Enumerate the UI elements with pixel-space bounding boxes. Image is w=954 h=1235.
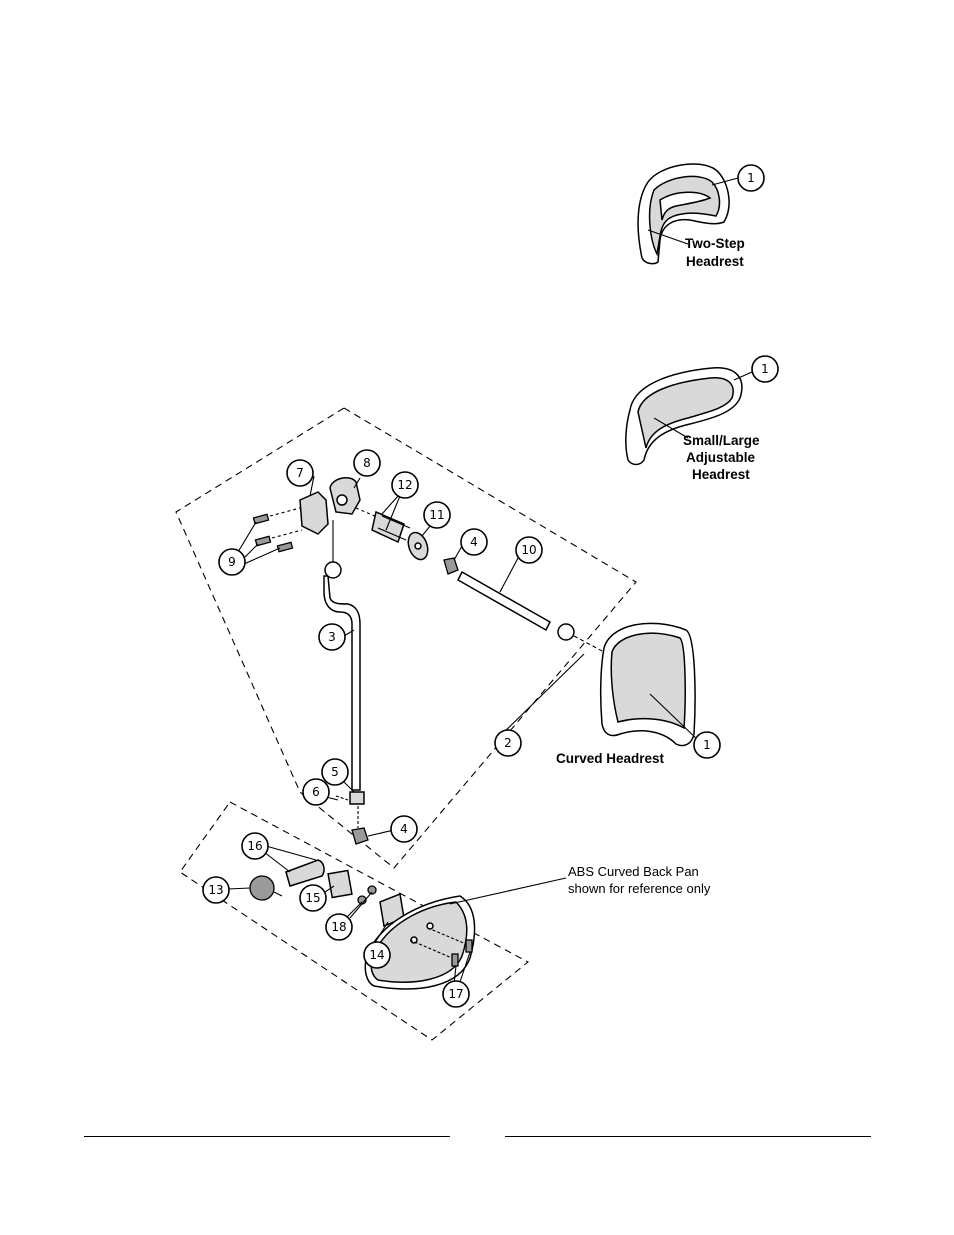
callout-c3: 3	[318, 623, 346, 651]
callout-c1b: 1	[751, 355, 779, 383]
callout-c14: 14	[363, 941, 391, 969]
callout-c4b: 4	[390, 815, 418, 843]
svg-text:11: 11	[429, 508, 444, 522]
svg-text:7: 7	[296, 466, 304, 480]
clamp-parts	[299, 476, 385, 535]
svg-text:4: 4	[400, 822, 408, 836]
svg-text:15: 15	[305, 891, 320, 905]
svg-text:3: 3	[328, 630, 336, 644]
svg-text:6: 6	[312, 785, 320, 799]
footer-rule-left	[84, 1136, 450, 1137]
svg-text:5: 5	[331, 765, 339, 779]
svg-text:12: 12	[397, 478, 412, 492]
callout-c13: 13	[202, 876, 230, 904]
svg-text:9: 9	[228, 555, 236, 569]
label-small-large-headrest: Small/Large Adjustable Headrest	[683, 433, 760, 482]
svg-text:8: 8	[363, 456, 371, 470]
horizontal-bar-10	[457, 570, 605, 653]
svg-text:2: 2	[504, 736, 512, 750]
screws-9	[252, 507, 303, 553]
callout-c10: 10	[515, 536, 543, 564]
vertical-bar-3	[323, 520, 361, 791]
callout-c1a: 1	[737, 164, 765, 192]
svg-text:1: 1	[703, 738, 711, 752]
callout-c12: 12	[391, 471, 419, 499]
callout-c17: 17	[442, 980, 470, 1008]
svg-text:1: 1	[761, 362, 769, 376]
assembly-outline-2	[175, 407, 637, 869]
label-small-large-line3: Headrest	[692, 467, 750, 482]
callout-c4a: 4	[460, 528, 488, 556]
callout-c9: 9	[218, 548, 246, 576]
svg-text:16: 16	[247, 839, 262, 853]
callout-c8: 8	[353, 449, 381, 477]
two-step-headrest-illustration	[637, 163, 739, 265]
label-two-step-headrest: Two-Step Headrest	[685, 236, 745, 269]
svg-text:4: 4	[470, 535, 478, 549]
curved-headrest-illustration	[599, 622, 701, 747]
svg-text:10: 10	[521, 543, 536, 557]
svg-text:13: 13	[208, 883, 223, 897]
abs-back-pan-note: ABS Curved Back Pan shown for reference …	[449, 864, 711, 905]
callout-c16: 16	[241, 832, 269, 860]
small-large-headrest-illustration	[625, 367, 753, 466]
abs-note-line1: ABS Curved Back Pan	[568, 864, 699, 879]
svg-text:17: 17	[448, 987, 463, 1001]
abs-note-line2: shown for reference only	[568, 881, 711, 896]
callout-c6: 6	[302, 778, 330, 806]
assembly-outline-13	[179, 801, 529, 1041]
callout-c5: 5	[321, 758, 349, 786]
callout-c15: 15	[299, 884, 327, 912]
callout-c11: 11	[423, 501, 451, 529]
svg-text:14: 14	[369, 948, 384, 962]
lower-fittings	[335, 791, 369, 845]
label-small-large-line1: Small/Large	[683, 433, 760, 448]
svg-text:18: 18	[331, 920, 346, 934]
svg-text:1: 1	[747, 171, 755, 185]
callout-c1c: 1	[693, 731, 721, 759]
lower-bracket-parts	[249, 859, 476, 990]
callout-c18: 18	[325, 913, 353, 941]
callout-leaders	[227, 475, 585, 985]
label-two-step-line1: Two-Step	[685, 236, 745, 251]
label-two-step-line2: Headrest	[686, 254, 744, 269]
screws-12-disc-11	[371, 510, 459, 575]
callout-c2: 2	[494, 729, 522, 757]
label-curved-headrest: Curved Headrest	[556, 751, 665, 766]
label-small-large-line2: Adjustable	[686, 450, 756, 465]
callout-c7: 7	[286, 459, 314, 487]
footer-rule-right	[505, 1136, 871, 1137]
